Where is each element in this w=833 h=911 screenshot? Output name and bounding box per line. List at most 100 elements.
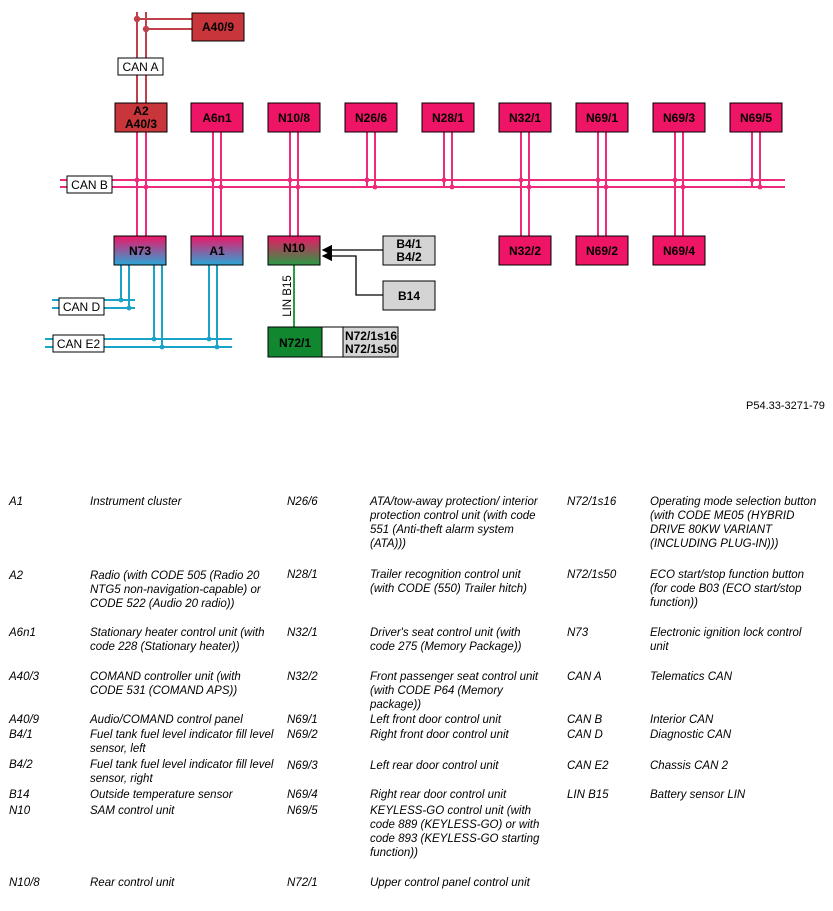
unit-a6n1: A6n1 <box>190 102 244 133</box>
legend-code: N10 <box>9 805 31 817</box>
legend-code: LIN B15 <box>567 789 609 801</box>
can-e2-label: CAN E2 <box>52 334 105 353</box>
legend-code: N32/1 <box>287 627 318 639</box>
legend-description: Interior CAN <box>650 714 714 726</box>
legend-code: A2 <box>9 570 24 582</box>
legend-description: Front passenger seat control unit (with … <box>370 671 539 711</box>
svg-text:B4/2: B4/2 <box>396 250 422 264</box>
unit-a1: A1 <box>190 235 244 266</box>
can-a-label: CAN A <box>117 57 164 76</box>
legend-description: COMAND controller unit (with CODE 531 (C… <box>90 671 241 697</box>
svg-text:N26/6: N26/6 <box>355 111 387 125</box>
svg-text:A40/3: A40/3 <box>125 117 157 131</box>
svg-text:A1: A1 <box>209 244 225 258</box>
legend-description: Stationary heater control unit (with cod… <box>90 627 265 653</box>
legend-code: CAN D <box>567 729 603 741</box>
svg-text:N10: N10 <box>283 241 305 255</box>
legend-code: N73 <box>567 627 589 639</box>
legend-description: Electronic ignition lock control unit <box>650 627 802 653</box>
unit-n69-4: N69/4 <box>652 235 706 266</box>
unit-n73: N73 <box>113 235 167 266</box>
svg-text:N32/2: N32/2 <box>509 244 541 258</box>
svg-text:N69/2: N69/2 <box>586 244 618 258</box>
svg-text:A40/9: A40/9 <box>202 20 234 34</box>
legend-code: A6n1 <box>9 627 36 639</box>
unit-n32-2: N32/2 <box>498 235 552 266</box>
legend-code: N72/1 <box>287 877 318 889</box>
legend-description: SAM control unit <box>90 805 175 817</box>
svg-text:A2: A2 <box>133 104 149 118</box>
unit-n10-8: N10/8 <box>267 102 321 133</box>
unit-n69-2: N69/2 <box>575 235 629 266</box>
legend-description: Diagnostic CAN <box>650 729 732 741</box>
unit-n28-1: N28/1 <box>421 102 475 133</box>
svg-text:CAN B: CAN B <box>71 178 108 192</box>
legend-code: A40/3 <box>9 671 40 683</box>
legend-code: N69/3 <box>287 760 318 772</box>
sensor-b14: B14 <box>382 280 436 311</box>
legend-description: Left front door control unit <box>370 714 502 726</box>
legend-code: N28/1 <box>287 569 318 581</box>
legend-code: CAN E2 <box>567 760 609 772</box>
legend-code: N69/1 <box>287 714 318 726</box>
unit-a2-a40-3: A2 A40/3 <box>114 102 168 133</box>
legend-description: KEYLESS-GO control unit (with code 889 (… <box>370 805 540 859</box>
legend-description: Left rear door control unit <box>370 760 499 772</box>
legend-description: Chassis CAN 2 <box>650 760 728 772</box>
legend-description: Rear control unit <box>90 877 175 889</box>
legend-description: ATA/tow-away protection/ interior protec… <box>370 496 538 550</box>
switch-panel-n72-1: N72/1s16 N72/1s50 <box>321 326 399 358</box>
legend-description: Fuel tank fuel level indicator fill leve… <box>90 729 274 755</box>
svg-text:N10/8: N10/8 <box>278 111 310 125</box>
lin-b15-label: LIN B15 <box>282 275 294 317</box>
unit-n26-6: N26/6 <box>344 102 398 133</box>
legend-code: N10/8 <box>9 877 40 889</box>
svg-text:A6n1: A6n1 <box>202 111 232 125</box>
can-b-junctions <box>134 177 763 190</box>
svg-text:N72/1s50: N72/1s50 <box>345 342 397 356</box>
unit-n10: N10 <box>267 235 321 266</box>
legend-description: Battery sensor LIN <box>650 789 746 801</box>
legend-description: ECO start/stop function button (for code… <box>650 569 805 609</box>
legend-description: Instrument cluster <box>90 496 182 508</box>
legend-code: N32/2 <box>287 671 318 683</box>
svg-text:CAN D: CAN D <box>63 300 101 314</box>
network-topology-diagram: CAN A CAN B CAN D CAN E2 LIN B15 A40/9 A… <box>45 12 785 358</box>
unit-n69-5: N69/5 <box>729 102 783 133</box>
legend-description: Operating mode selection button (with CO… <box>650 496 817 550</box>
legend-code: A40/9 <box>9 714 40 726</box>
svg-text:N69/4: N69/4 <box>663 244 695 258</box>
legend-code: N26/6 <box>287 496 318 508</box>
svg-text:N32/1: N32/1 <box>509 111 541 125</box>
svg-text:N72/1: N72/1 <box>279 336 311 350</box>
legend-code: CAN A <box>567 671 602 683</box>
legend-description: Telematics CAN <box>650 671 733 683</box>
legend-description: Upper control panel control unit <box>370 877 530 889</box>
legend-description: Right rear door control unit <box>370 789 507 801</box>
unit-n32-1: N32/1 <box>498 102 552 133</box>
svg-text:N73: N73 <box>129 244 151 258</box>
legend-code: N72/1s16 <box>567 496 617 508</box>
legend-description: Driver's seat control unit (with code 27… <box>370 627 522 653</box>
legend-code: B14 <box>9 789 30 801</box>
svg-text:N69/5: N69/5 <box>740 111 772 125</box>
legend-description: Outside temperature sensor <box>90 789 233 801</box>
legend-code: B4/2 <box>9 759 33 771</box>
legend-code: B4/1 <box>9 729 33 741</box>
can-d-e2-junctions <box>118 297 220 350</box>
svg-text:CAN E2: CAN E2 <box>57 337 101 351</box>
unit-n72-1: N72/1 <box>267 326 323 358</box>
can-b-label: CAN B <box>66 175 113 194</box>
unit-a40-9: A40/9 <box>191 12 245 42</box>
can-b-bus <box>60 132 785 236</box>
unit-n69-3: N69/3 <box>652 102 706 133</box>
legend-code: N69/5 <box>287 805 318 817</box>
legend-code: N72/1s50 <box>567 569 617 581</box>
legend-code: A1 <box>9 496 24 508</box>
unit-n69-1: N69/1 <box>575 102 629 133</box>
sensor-b4-1-b4-2: B4/1 B4/2 <box>382 235 436 266</box>
legend-code: N69/2 <box>287 729 318 741</box>
legend-description: Fuel tank fuel level indicator fill leve… <box>90 759 274 785</box>
svg-text:B4/1: B4/1 <box>396 237 422 251</box>
svg-text:B14: B14 <box>398 289 420 303</box>
